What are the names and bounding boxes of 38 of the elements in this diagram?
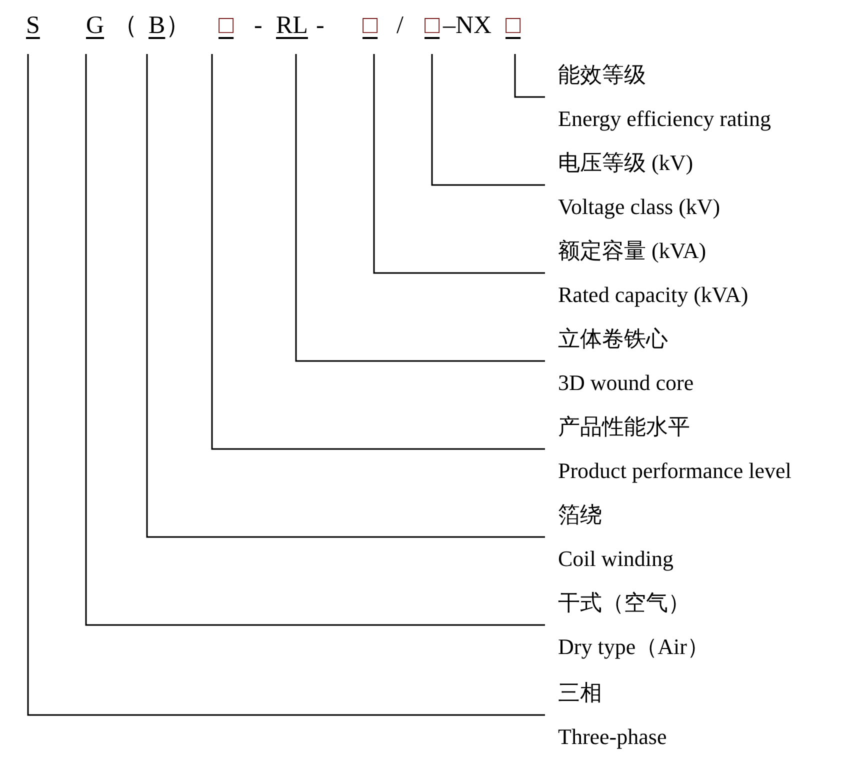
english-label: 3D wound core xyxy=(558,369,694,397)
leader-line xyxy=(295,54,545,362)
code-letter: S xyxy=(26,10,40,54)
code-letter: □ xyxy=(424,10,440,54)
code-symbol: - xyxy=(316,11,324,41)
leader-line xyxy=(431,54,545,186)
english-label: Three-phase xyxy=(558,723,667,751)
leader-line xyxy=(514,54,545,98)
code-letter: □ xyxy=(506,10,521,54)
english-label: Coil winding xyxy=(558,545,674,573)
leader-line xyxy=(85,54,545,626)
code-letter: □ xyxy=(362,10,378,54)
code-symbol: ） xyxy=(166,11,190,41)
code-letter: B xyxy=(148,10,166,54)
chinese-label: 三相 xyxy=(558,679,603,707)
chinese-label: 干式（空气） xyxy=(558,589,691,617)
chinese-label: 产品性能水平 xyxy=(558,413,691,441)
chinese-label: 额定容量 (kVA) xyxy=(558,237,708,265)
code-symbol: - xyxy=(254,11,262,41)
code-letter: RL xyxy=(276,10,308,54)
english-label: Product performance level xyxy=(558,457,792,485)
code-symbol: （ xyxy=(112,11,138,41)
leader-line xyxy=(373,54,545,274)
code-symbol: / xyxy=(396,11,404,41)
code-letter: □ xyxy=(218,10,234,54)
code-letter: G xyxy=(86,10,104,54)
english-label: Voltage class (kV) xyxy=(558,193,720,221)
chinese-label: 电压等级 (kV) xyxy=(558,149,694,177)
english-label: Dry type（Air） xyxy=(558,633,709,661)
leader-line xyxy=(27,54,545,716)
chinese-label: 箔绕 xyxy=(558,501,603,529)
chinese-label: 能效等级 xyxy=(558,61,647,89)
leader-line xyxy=(211,54,545,450)
chinese-label: 立体卷铁心 xyxy=(558,325,669,353)
english-label: Rated capacity (kVA) xyxy=(558,281,748,309)
english-label: Energy efficiency rating xyxy=(558,105,771,133)
code-symbol: –NX xyxy=(443,11,492,41)
leader-line xyxy=(146,54,545,538)
